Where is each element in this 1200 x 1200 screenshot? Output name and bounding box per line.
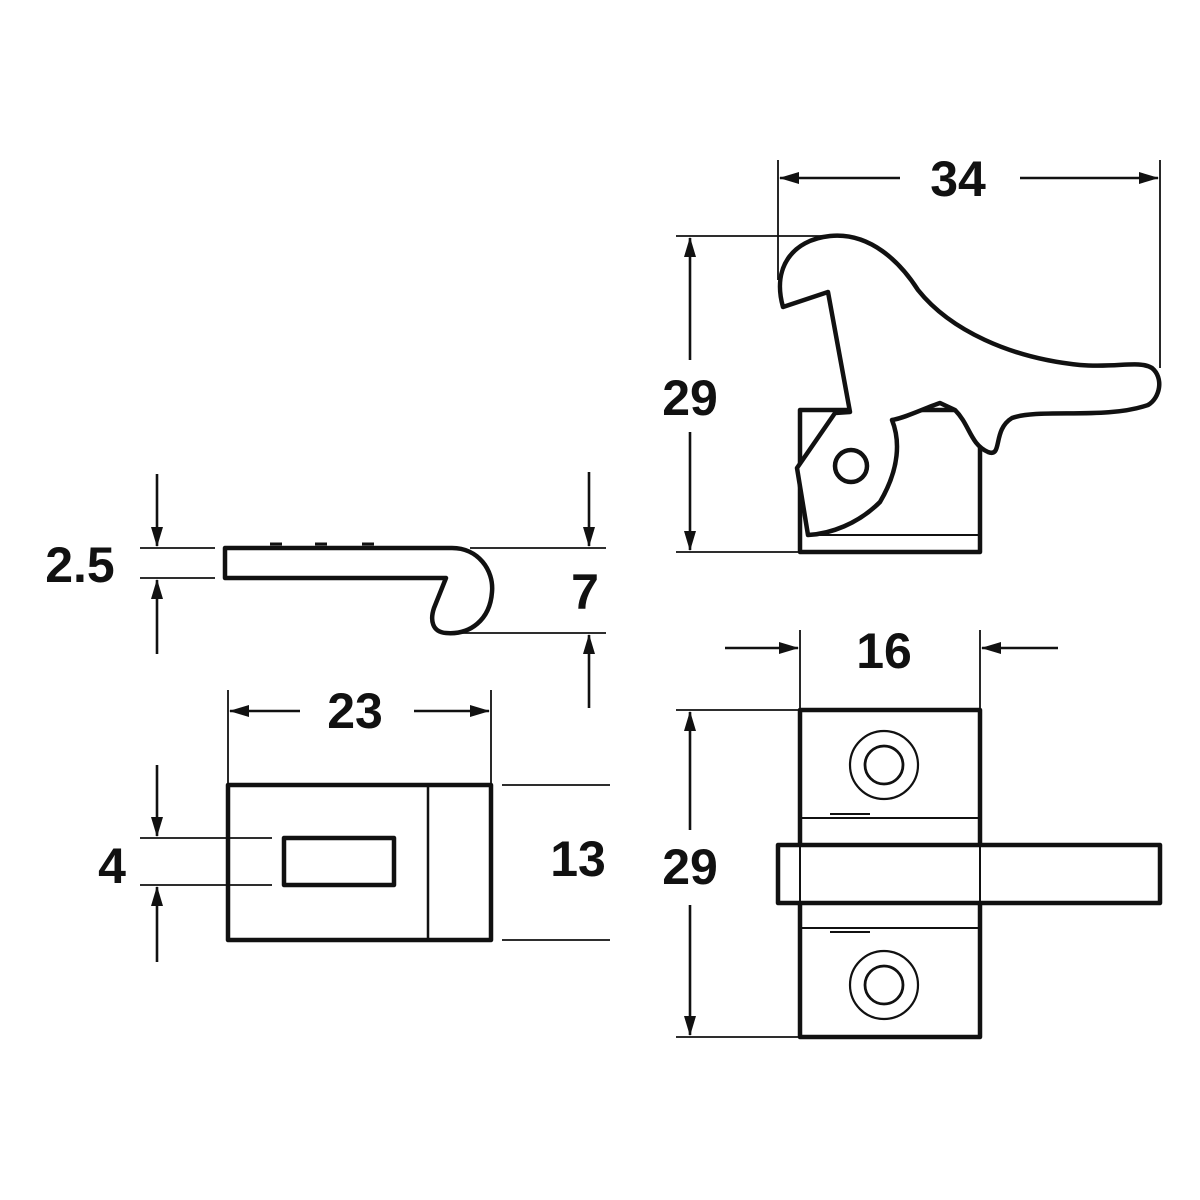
catch-top-view	[225, 782, 494, 943]
dimension-keep-width: 34	[777, 151, 1161, 368]
screw-hole-bottom-outer	[848, 949, 920, 1021]
dimension-label-keep-height: 29	[662, 370, 718, 426]
catch-slot	[281, 835, 397, 888]
keep-arm-front	[775, 842, 1163, 906]
dimension-label-catch-height: 7	[571, 564, 599, 620]
dimension-keep-height: 29	[662, 235, 830, 553]
keep-pivot-hole	[832, 447, 870, 485]
dimension-catch-thickness: 2.5	[45, 474, 215, 654]
dimension-label-plate-height: 29	[662, 839, 718, 895]
catch-profile	[222, 545, 495, 636]
dimension-label-keep-width: 34	[930, 151, 986, 207]
dimension-plate-width: 16	[725, 623, 1058, 710]
catch-plate	[225, 782, 494, 943]
dimension-plate-height: 29	[662, 709, 800, 1038]
dimension-label-plate-width: 16	[856, 623, 912, 679]
dimension-catch-length: 23	[227, 683, 492, 785]
keep-hook-body	[777, 233, 1162, 538]
screw-hole-bottom-inner	[863, 964, 905, 1006]
keep-side-view	[777, 233, 1162, 555]
keep-front-view	[775, 707, 1163, 1040]
dimension-slot-height: 4	[98, 765, 272, 962]
catch-side-view	[222, 542, 495, 636]
screw-hole-top-inner	[863, 744, 905, 786]
dimension-label-slot-height: 4	[98, 838, 126, 894]
dimension-label-catch-thickness: 2.5	[45, 537, 115, 593]
dimension-label-catch-length: 23	[327, 683, 383, 739]
screw-hole-top-outer	[848, 729, 920, 801]
dimension-label-catch-width: 13	[550, 831, 606, 887]
dimension-catch-width: 13	[502, 784, 610, 941]
dimension-catch-height: 7	[462, 472, 606, 708]
